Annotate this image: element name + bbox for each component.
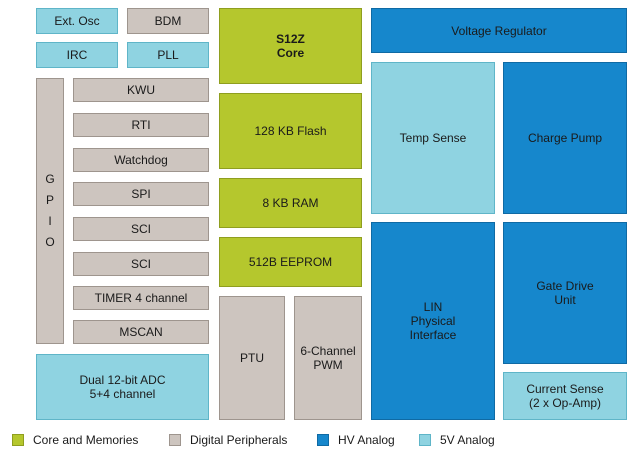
legend-core-label: Core and Memories [33, 433, 139, 447]
irc-block: IRC [36, 42, 118, 68]
legend-digital-swatch [169, 434, 181, 446]
pwm-block: 6-Channel PWM [294, 296, 362, 420]
pwm-label: 6-Channel PWM [300, 344, 356, 372]
sci-block-1: SCI [73, 217, 209, 241]
adc-label: Dual 12-bit ADC 5+4 channel [79, 373, 166, 401]
pll-label: PLL [157, 48, 179, 62]
spi-label: SPI [131, 187, 151, 201]
gpio-label: G P I O [45, 172, 55, 249]
core-subtitle: Core [276, 46, 305, 60]
legend-core-swatch [12, 434, 24, 446]
timer-block: TIMER 4 channel [73, 286, 209, 310]
bdm-label: BDM [154, 14, 182, 28]
sci-label-2: SCI [130, 257, 151, 271]
ptu-label: PTU [240, 351, 264, 365]
gate-drive-block: Gate Drive Unit [503, 222, 627, 364]
lin-label: LIN Physical Interface [409, 300, 457, 342]
flash-label: 128 KB Flash [254, 124, 327, 138]
legend-digital-label: Digital Peripherals [190, 433, 288, 447]
sci-label-1: SCI [130, 222, 151, 236]
ram-label: 8 KB RAM [262, 196, 319, 210]
lin-interface-block: LIN Physical Interface [371, 222, 495, 420]
rti-block: RTI [73, 113, 209, 137]
watchdog-label: Watchdog [114, 153, 168, 167]
voltage-regulator-block: Voltage Regulator [371, 8, 627, 53]
charge-pump-label: Charge Pump [527, 131, 603, 145]
kwu-block: KWU [73, 78, 209, 102]
adc-block: Dual 12-bit ADC 5+4 channel [36, 354, 209, 420]
ext-osc-block: Ext. Osc [36, 8, 118, 34]
ram-block: 8 KB RAM [219, 178, 362, 228]
s12z-core-block: S12Z Core [219, 8, 362, 84]
legend-5v-swatch [419, 434, 431, 446]
timer-label: TIMER 4 channel [94, 291, 188, 305]
eeprom-block: 512B EEPROM [219, 237, 362, 287]
kwu-label: KWU [127, 83, 155, 97]
ext-osc-label: Ext. Osc [54, 14, 100, 28]
current-sense-block: Current Sense (2 x Op-Amp) [503, 372, 627, 420]
ptu-block: PTU [219, 296, 285, 420]
temp-sense-label: Temp Sense [399, 131, 467, 145]
legend-digital: Digital Peripherals [169, 432, 287, 448]
legend-hv-swatch [317, 434, 329, 446]
voltage-regulator-label: Voltage Regulator [451, 23, 547, 38]
gpio-block: G P I O [36, 78, 64, 344]
current-sense-label: Current Sense (2 x Op-Amp) [526, 382, 604, 410]
legend-hv-label: HV Analog [338, 433, 395, 447]
charge-pump-block: Charge Pump [503, 62, 627, 214]
legend-core: Core and Memories [12, 432, 138, 448]
eeprom-label: 512B EEPROM [248, 255, 333, 269]
flash-block: 128 KB Flash [219, 93, 362, 169]
rti-label: RTI [131, 118, 151, 132]
gate-drive-label: Gate Drive Unit [536, 279, 594, 307]
legend-5v: 5V Analog [419, 432, 495, 448]
watchdog-block: Watchdog [73, 148, 209, 172]
core-title: S12Z [276, 32, 305, 46]
legend-hv: HV Analog [317, 432, 395, 448]
legend-5v-label: 5V Analog [440, 433, 495, 447]
sci-block-2: SCI [73, 252, 209, 276]
pll-block: PLL [127, 42, 209, 68]
temp-sense-block: Temp Sense [371, 62, 495, 214]
irc-label: IRC [66, 48, 88, 62]
spi-block: SPI [73, 182, 209, 206]
mscan-label: MSCAN [119, 325, 163, 339]
mscan-block: MSCAN [73, 320, 209, 344]
bdm-block: BDM [127, 8, 209, 34]
